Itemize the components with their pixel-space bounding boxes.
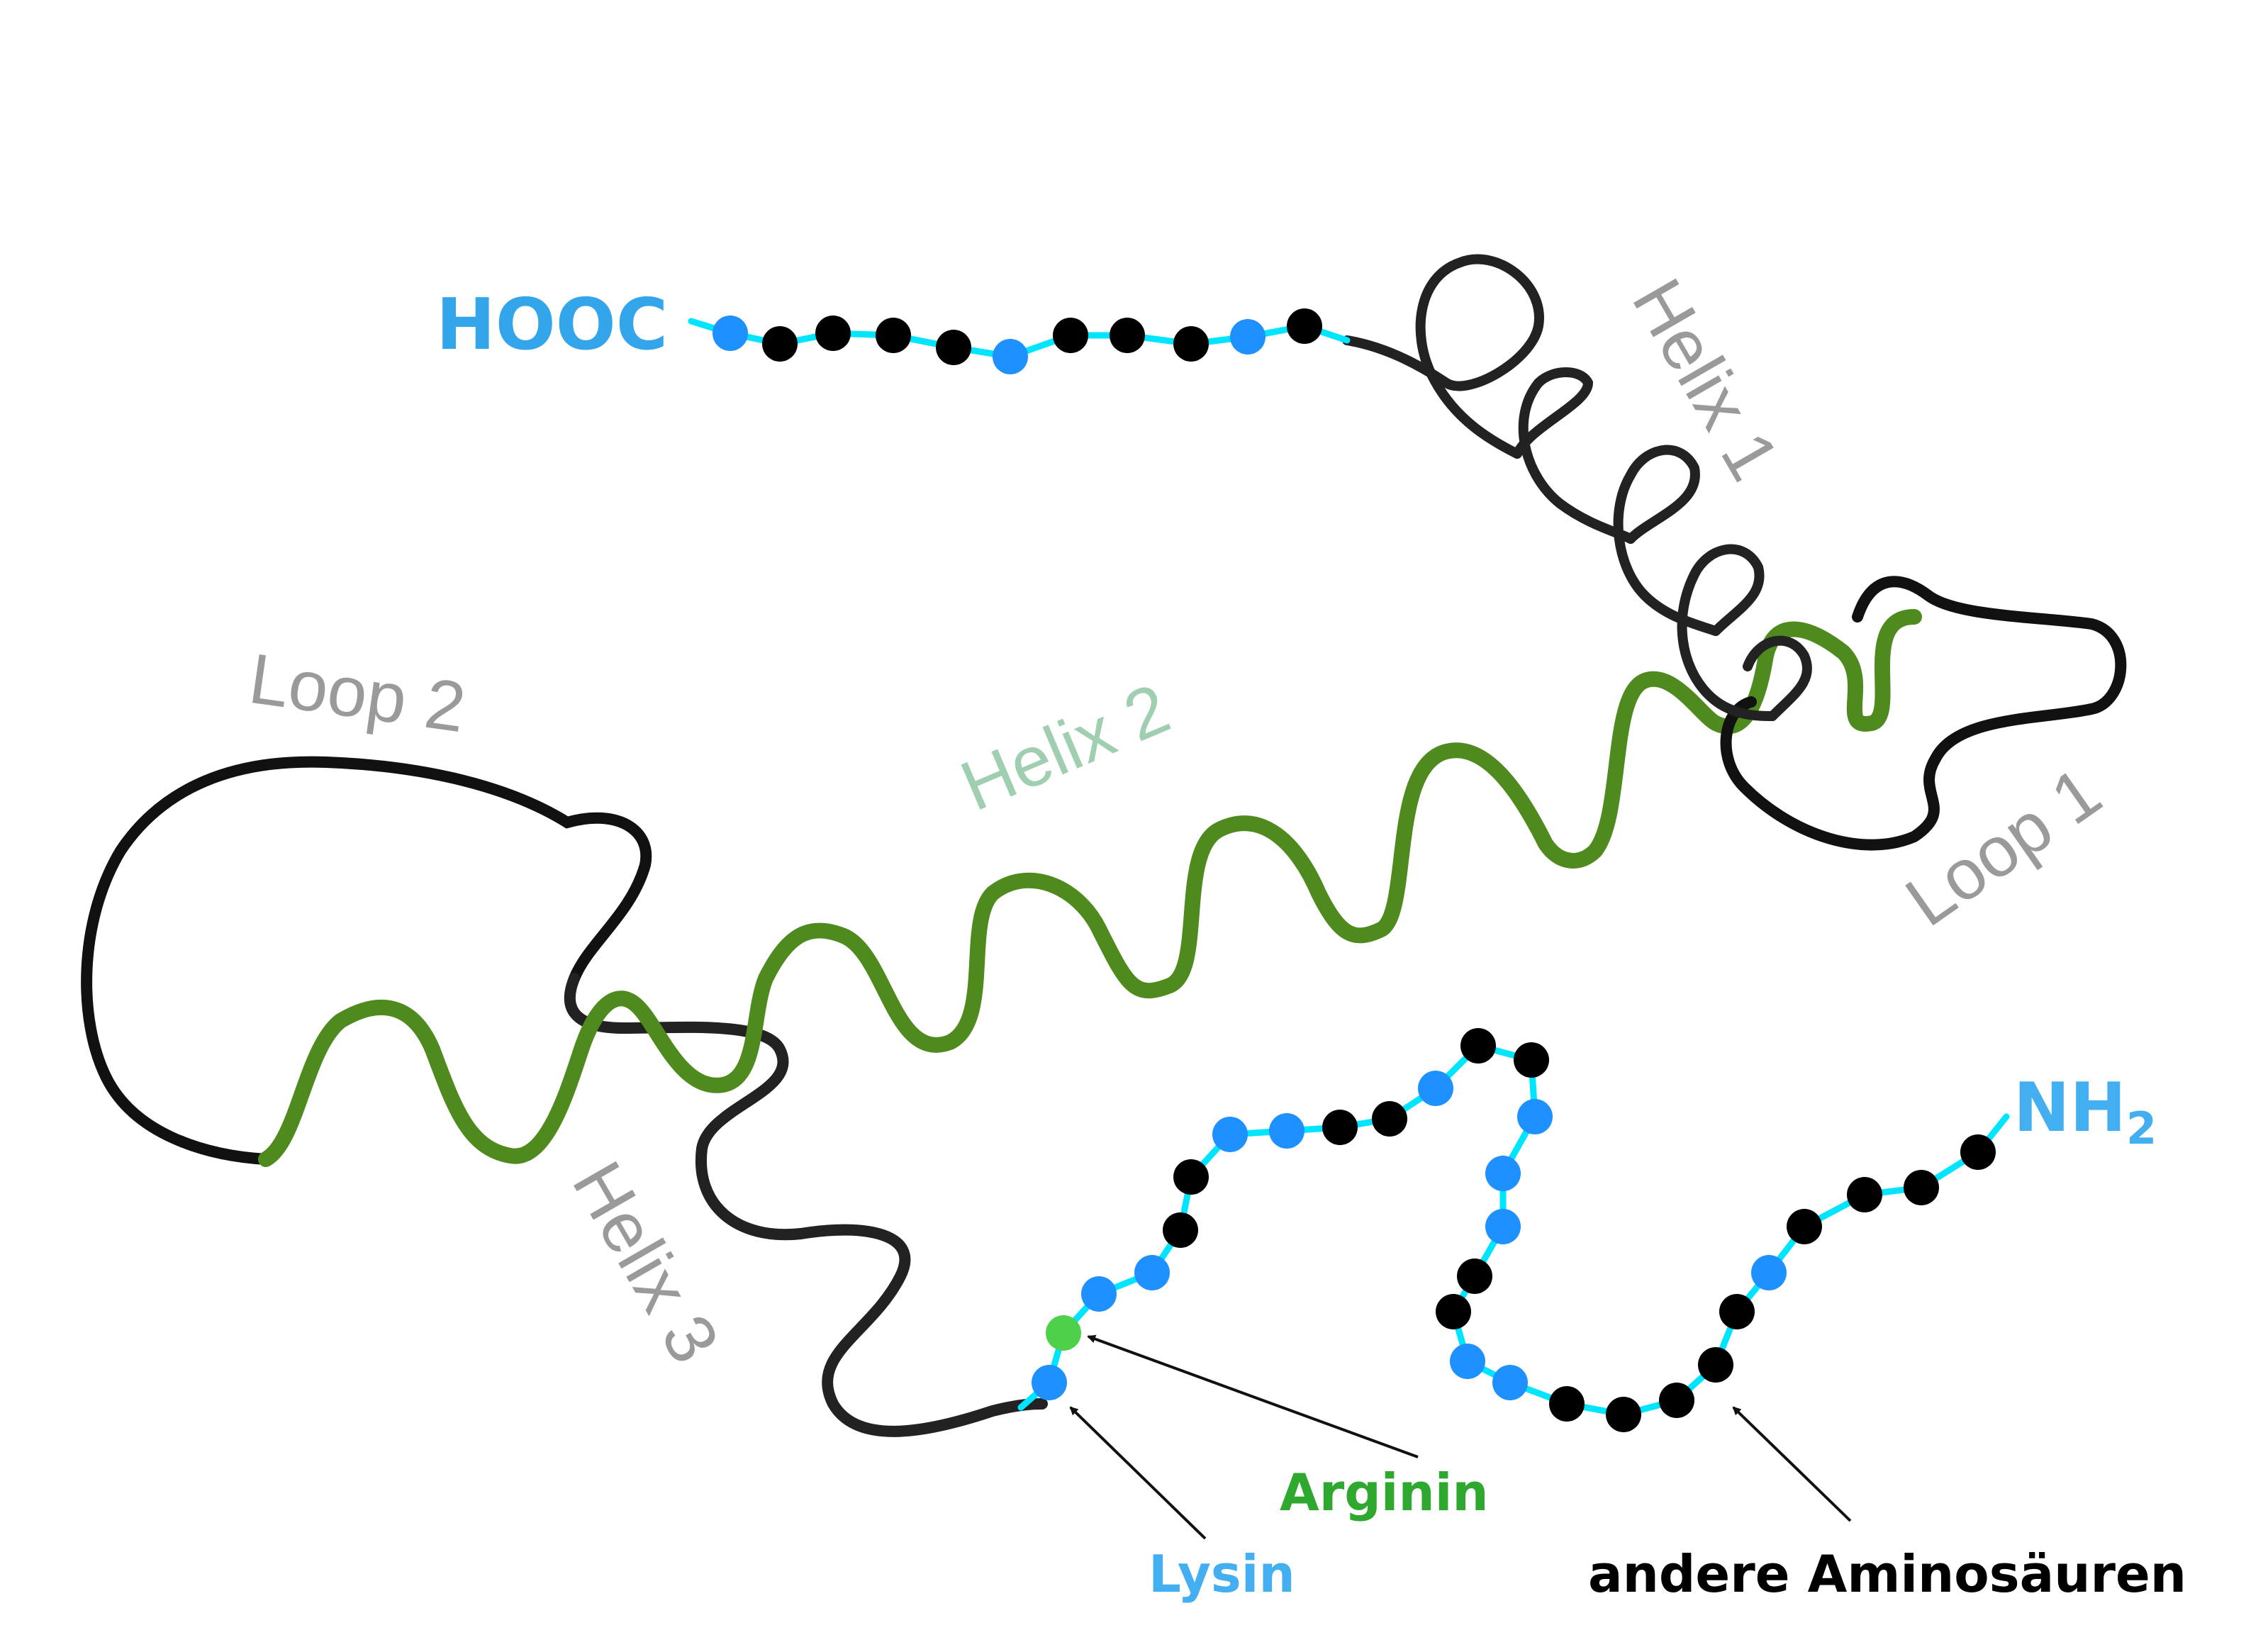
arginin-label: Arginin xyxy=(1280,1463,1489,1522)
loop-2-segment xyxy=(81,756,652,1165)
helix-2-segment xyxy=(258,609,1922,1167)
arginin-arrow xyxy=(1087,1334,1419,1458)
lysin-arrow xyxy=(1069,1406,1207,1540)
lysine-residue-dot xyxy=(1492,1365,1528,1400)
lysine-residue-dot xyxy=(1418,1071,1453,1106)
lysine-residue-dot xyxy=(713,316,748,351)
other-residue-dot xyxy=(1457,1258,1492,1294)
lysine-residue-dot xyxy=(1751,1255,1787,1290)
other-residue-dot xyxy=(1460,1028,1496,1064)
other-residue-dot xyxy=(1173,326,1209,362)
other-residue-dot xyxy=(1606,1397,1641,1432)
loop-2-label: Loop 2 xyxy=(245,639,470,747)
lysine-residue-dot xyxy=(1450,1344,1485,1379)
c-terminal-residues xyxy=(713,308,1322,374)
other-residue-dot xyxy=(1904,1170,1939,1205)
other-residue-dot xyxy=(1549,1386,1585,1422)
nh2-main: NH xyxy=(2013,1069,2126,1147)
other-residue-dot xyxy=(1787,1209,1822,1244)
lysine-residue-dot xyxy=(1485,1209,1521,1244)
nh2-subscript: 2 xyxy=(2126,1103,2157,1154)
lysine-residue-dot xyxy=(1081,1276,1117,1312)
lysine-residue-dot xyxy=(1032,1365,1067,1400)
nh2-label: NH2 xyxy=(2013,1069,2157,1154)
helix-3-segment xyxy=(564,973,1048,1437)
lysine-residue-dot xyxy=(1485,1156,1521,1191)
lysine-residue-dot xyxy=(1517,1099,1553,1134)
other-residue-dot xyxy=(1287,308,1322,344)
andere-arrow xyxy=(1732,1406,1852,1522)
lysine-residue-dot xyxy=(993,339,1028,374)
other-residue-dot xyxy=(1173,1159,1209,1195)
lysine-residue-dot xyxy=(1212,1117,1248,1152)
hooc-label: HOOC xyxy=(436,283,668,366)
helix-1-segment xyxy=(1342,254,1812,721)
other-residue-dot xyxy=(1372,1101,1407,1137)
other-residue-dot xyxy=(1110,318,1145,353)
helix-2-label: Helix 2 xyxy=(950,669,1180,827)
other-residue-dot xyxy=(1659,1383,1694,1418)
other-residue-dot xyxy=(1847,1177,1882,1212)
other-residue-dot xyxy=(1163,1212,1198,1248)
other-residue-dot xyxy=(1719,1294,1755,1329)
lysine-residue-dot xyxy=(1230,319,1266,355)
other-residue-dot xyxy=(815,316,851,351)
andere-aminosaeuren-label: andere Aminosäuren xyxy=(1588,1544,2186,1604)
other-residue-dot xyxy=(1053,318,1088,353)
other-residue-dot xyxy=(1514,1042,1549,1078)
other-residue-dot xyxy=(936,330,971,365)
lysine-residue-dot xyxy=(1134,1255,1170,1290)
lysin-label: Lysin xyxy=(1149,1544,1295,1604)
other-residue-dot xyxy=(1322,1110,1358,1145)
other-residue-dot xyxy=(762,326,798,362)
loop-1-segment xyxy=(1720,576,2127,851)
lysine-residue-dot xyxy=(1269,1113,1304,1149)
other-residue-dot xyxy=(1960,1134,1996,1170)
arginine-residue-dot xyxy=(1046,1315,1081,1351)
middle-residues xyxy=(1032,1028,1996,1432)
other-residue-dot xyxy=(1436,1294,1471,1329)
other-residue-dot xyxy=(876,318,911,353)
other-residue-dot xyxy=(1698,1347,1733,1383)
